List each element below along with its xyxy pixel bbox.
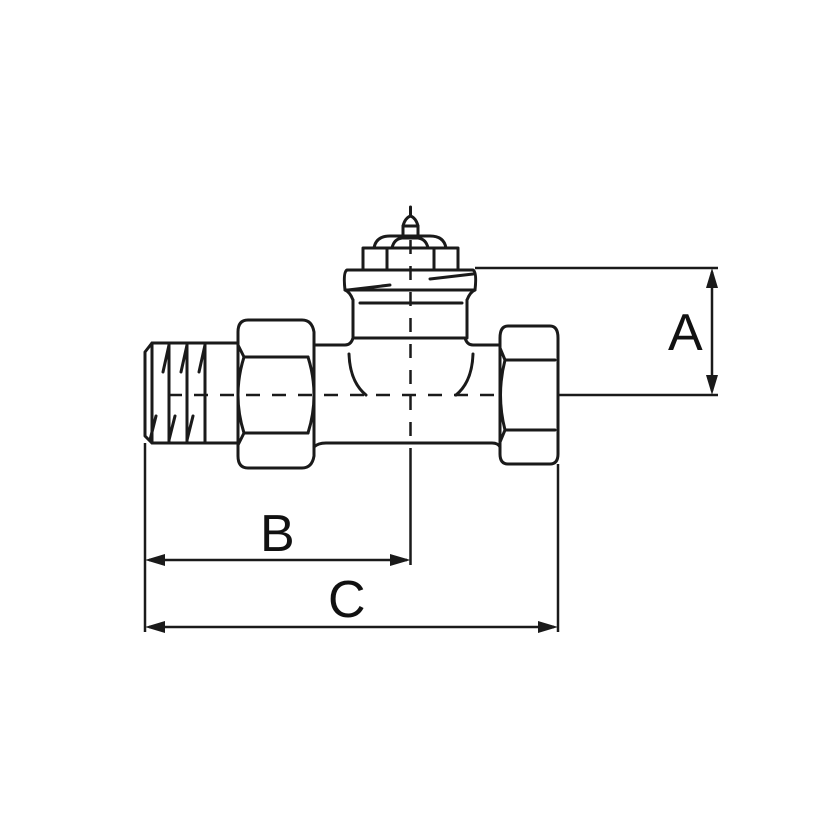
valve-body: [312, 336, 502, 449]
left-hex-nut: [236, 318, 316, 470]
dimension-label-b: B: [260, 505, 295, 563]
threaded-end: [143, 341, 240, 445]
right-hex-nut: [498, 324, 560, 466]
centerlines: [168, 240, 498, 455]
dimension-label-a: A: [668, 304, 703, 362]
dimension-c: C: [145, 571, 558, 633]
dimension-b: B: [145, 505, 411, 566]
extension-lines: [143, 266, 718, 632]
dimension-a: A: [668, 268, 718, 395]
dimension-label-c: C: [328, 571, 366, 629]
